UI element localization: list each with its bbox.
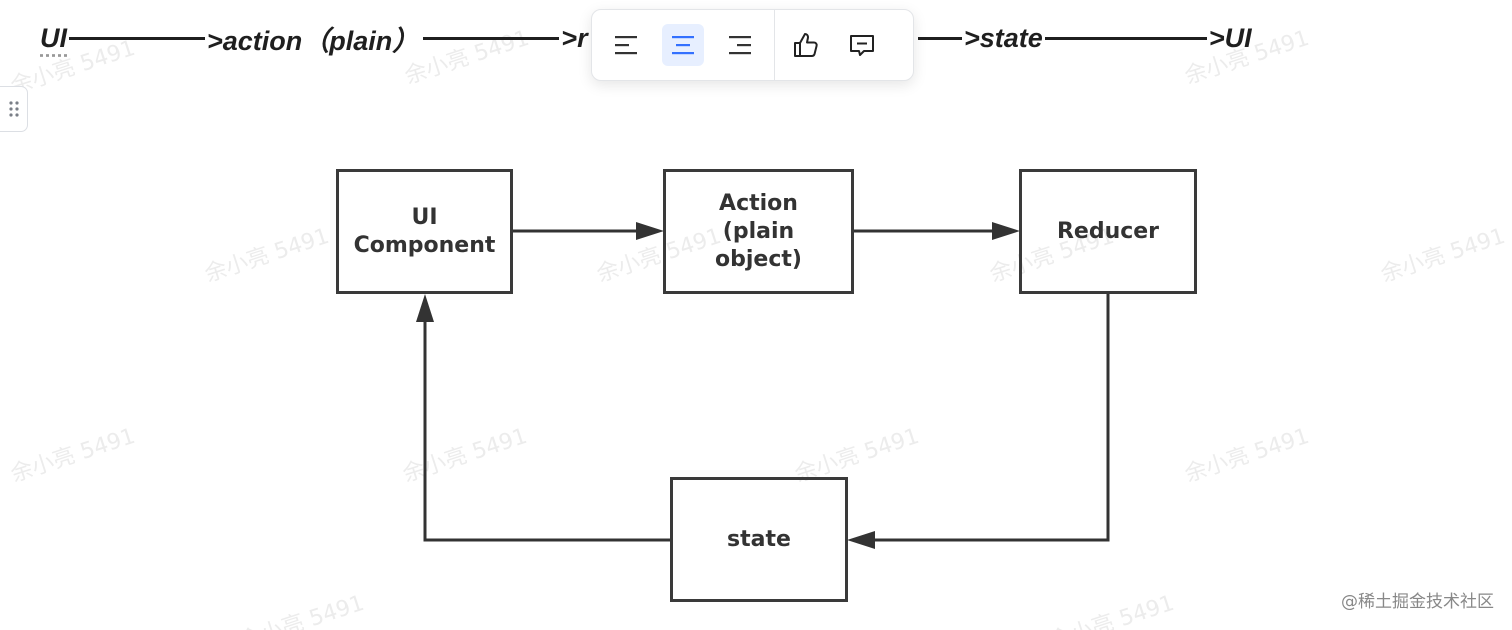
align-center-icon	[672, 36, 694, 55]
flow-arrow-line	[1044, 36, 1207, 40]
toolbar-divider	[774, 9, 775, 81]
node-action[interactable]: Action (plain object)	[663, 169, 854, 294]
flow-text-line[interactable]: UI >action（plain） >r	[40, 18, 588, 58]
edge-state-to-ui	[416, 294, 671, 542]
flow-arrow-line	[918, 36, 962, 40]
flow-action: >action（plain）	[207, 25, 420, 56]
flow-ui-end: >UI	[1208, 22, 1252, 53]
comment-icon	[850, 35, 874, 56]
align-right-icon	[729, 36, 751, 55]
flow-ui-start: UI	[40, 22, 67, 53]
edge-reducer-to-state	[847, 293, 1110, 549]
node-ui-component[interactable]: UI Component	[336, 169, 513, 294]
edge-action-to-reducer	[853, 222, 1020, 240]
edge-ui-to-action	[512, 222, 664, 240]
align-left-button[interactable]	[606, 24, 648, 66]
like-button[interactable]	[785, 24, 827, 66]
comment-button[interactable]	[841, 24, 883, 66]
flow-r-partial: >r	[561, 22, 588, 53]
site-credit: @稀土掘金技术社区	[1341, 592, 1494, 612]
node-reducer[interactable]: Reducer	[1019, 169, 1197, 294]
flow-arrow-line	[423, 36, 560, 40]
thumbs-up-icon	[794, 33, 818, 57]
block-drag-handle[interactable]	[0, 86, 28, 132]
align-center-button[interactable]	[662, 24, 704, 66]
floating-toolbar	[591, 9, 914, 81]
flow-state: >state	[964, 22, 1043, 53]
drag-dots-icon	[8, 101, 19, 117]
flow-arrow-line	[69, 36, 205, 40]
flow-text-line-tail[interactable]: >state >UI	[916, 18, 1252, 58]
node-state[interactable]: state	[670, 477, 848, 602]
align-right-button[interactable]	[718, 24, 760, 66]
align-left-icon	[615, 36, 637, 55]
